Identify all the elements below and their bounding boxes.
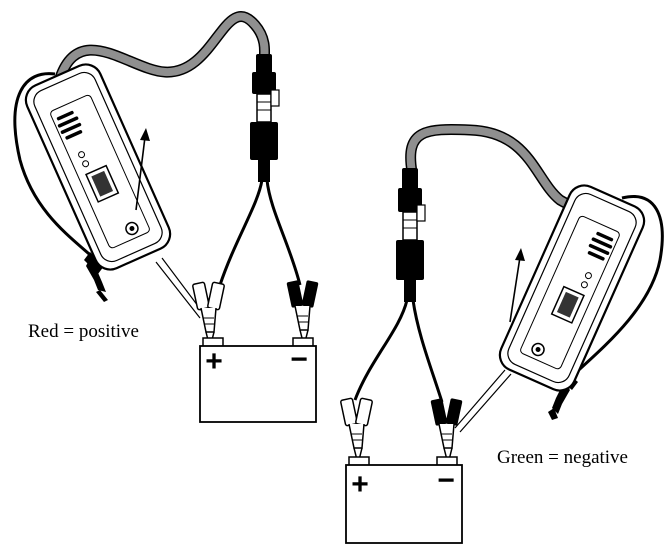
right-black-clamp — [430, 398, 463, 465]
left-battery-negative-label: − — [290, 343, 308, 376]
right-probe-cable — [568, 195, 664, 380]
left-probe — [84, 252, 108, 302]
right-arrow-icon — [509, 248, 525, 323]
right-connector — [396, 168, 426, 302]
right-battery-negative-label: − — [437, 464, 455, 497]
right-battery-positive-label: + — [351, 468, 369, 501]
right-tester — [498, 184, 646, 392]
right-tester-speaker-icon — [587, 231, 614, 261]
green-negative-caption: Green = negative — [497, 447, 628, 468]
right-assembly: + − — [340, 124, 664, 544]
left-tester-speaker-icon — [56, 110, 83, 140]
right-white-clamp — [340, 397, 373, 465]
red-positive-caption: Red = positive — [28, 321, 139, 342]
left-assembly: + − — [13, 11, 319, 423]
right-battery — [345, 456, 463, 544]
left-probe-cable — [13, 72, 100, 264]
left-arrow-icon — [135, 128, 150, 211]
left-connector — [250, 54, 280, 182]
left-battery-positive-label: + — [205, 345, 223, 378]
left-battery — [199, 337, 317, 423]
left-white-clamp — [192, 281, 225, 349]
left-tester — [24, 63, 172, 271]
left-black-clamp — [286, 280, 319, 347]
